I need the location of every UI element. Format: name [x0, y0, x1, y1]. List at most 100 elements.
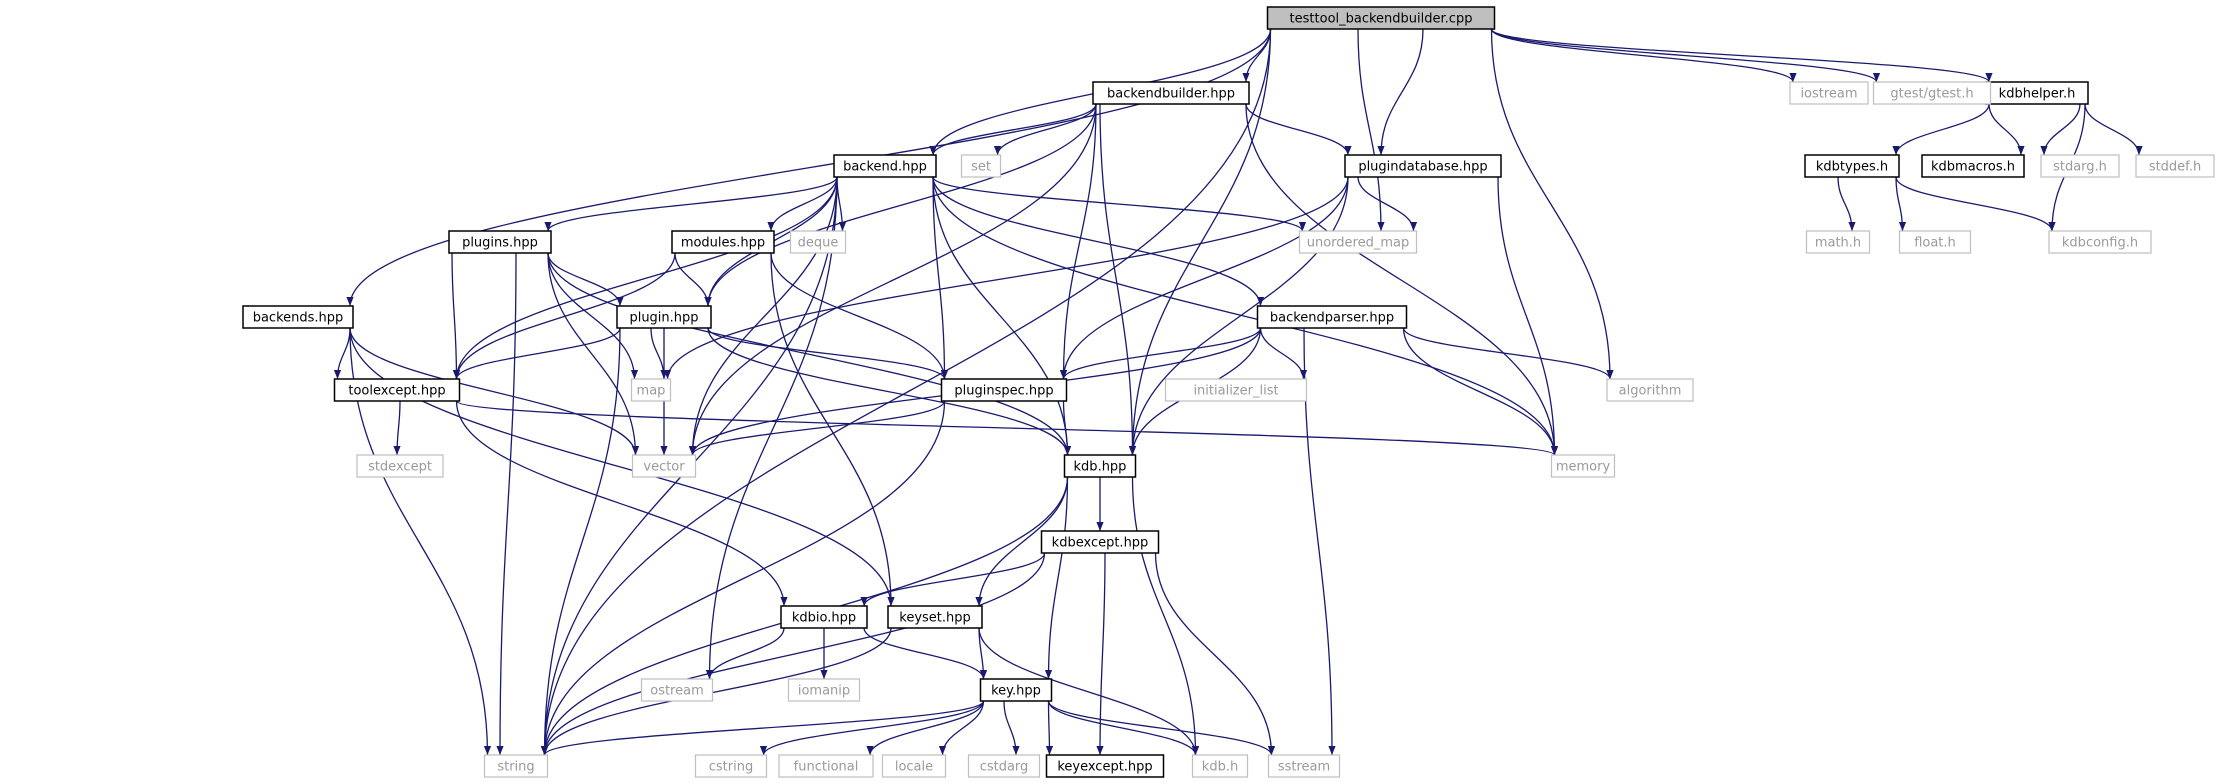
node-label: kdbhelper.h [1999, 87, 2076, 102]
node-box [833, 154, 937, 178]
edge-toolexcept-hpp-to-kdbio-hpp [455, 400, 788, 607]
edge-line [1490, 28, 1880, 83]
node-label: iomanip [798, 684, 850, 699]
edge-root-to-iostream [1490, 28, 1797, 83]
edge-backends-hpp-to-toolexcept-hpp [333, 327, 351, 380]
edge-kdbexcept-hpp-to-keyexcept-hpp [1096, 552, 1106, 756]
node-vector: vector [631, 454, 697, 478]
edge-line [2040, 103, 2081, 156]
node-label: kdb.h [1202, 760, 1238, 775]
node-box [356, 454, 444, 478]
edge-line [1357, 176, 1418, 232]
node-label: algorithm [1619, 384, 1682, 399]
edge-line [1377, 28, 1424, 156]
edge-kdbtypes-h-to-math-h [1837, 176, 1856, 232]
node-backendbuilder-hpp[interactable]: backendbuilder.hpp [1092, 81, 1250, 105]
edge-line [1402, 327, 1614, 380]
node-toolexcept-hpp[interactable]: toolexcept.hpp [333, 378, 461, 402]
edge-line [1047, 700, 1276, 756]
edge-line [938, 700, 985, 756]
edge-kdbhelper-h-to-stdarg-h [2040, 103, 2081, 156]
edge-line [346, 28, 1272, 307]
edge-backends-hpp-to-vector [349, 327, 640, 456]
node-label: gtest/gtest.h [1890, 87, 1973, 102]
edge-backend-hpp-to-kdb-hpp [932, 176, 1072, 456]
node-box [1789, 81, 1869, 105]
edge-kdb-hpp-to-key-hpp [1044, 476, 1069, 680]
node-box [242, 305, 354, 329]
node-box [631, 454, 697, 478]
node-key-hpp[interactable]: key.hpp [979, 678, 1053, 702]
node-label: kdbconfig.h [2062, 236, 2138, 251]
node-backendparser-hpp[interactable]: backendparser.hpp [1256, 305, 1408, 329]
node-deque: deque [789, 230, 847, 254]
edge-line [932, 176, 1559, 456]
edge-line [1096, 552, 1106, 756]
edge-backends-hpp-to-keyset-hpp [349, 327, 895, 607]
edge-key-hpp-to-functional [866, 700, 985, 756]
edge-root-to-backends-hpp [346, 28, 1272, 307]
node-iomanip: iomanip [787, 678, 861, 702]
edge-line [451, 252, 461, 380]
node-box [1267, 754, 1341, 778]
edge-line [452, 252, 676, 380]
node-box [780, 605, 868, 629]
node-modules-hpp[interactable]: modules.hpp [671, 230, 775, 254]
node-box [967, 754, 1041, 778]
edge-line [1242, 28, 1272, 83]
node-label: backendbuilder.hpp [1107, 87, 1235, 102]
node-stddef-h: stddef.h [2135, 154, 2215, 178]
node-box [616, 305, 712, 329]
edge-backend-hpp-to-modules-hpp [767, 176, 838, 232]
edge-line [932, 176, 1306, 232]
node-label: math.h [1815, 236, 1861, 251]
edge-line [767, 176, 838, 232]
edge-line [1837, 176, 1856, 232]
edge-pluginspec-hpp-to-vector [688, 400, 946, 456]
edge-line [663, 176, 1349, 380]
edge-line [650, 327, 668, 380]
node-box [1550, 454, 1616, 478]
edge-kdbexcept-hpp-to-string [540, 552, 1046, 756]
node-plugin-hpp[interactable]: plugin.hpp [616, 305, 712, 329]
node-kdb-h: kdb.h [1191, 754, 1249, 778]
node-label: kdbmacros.h [1931, 160, 2015, 175]
node-root[interactable]: testtool_backendbuilder.cpp [1266, 6, 1496, 30]
edge-line [1497, 176, 1559, 456]
node-backend-hpp[interactable]: backend.hpp [833, 154, 937, 178]
node-box [1805, 230, 1871, 254]
edge-line [1259, 327, 1308, 380]
node-kdbexcept-hpp[interactable]: kdbexcept.hpp [1040, 530, 1160, 554]
node-kdbhelper-h[interactable]: kdbhelper.h [1985, 81, 2089, 105]
node-keyset-hpp[interactable]: keyset.hpp [887, 605, 983, 629]
edge-keyset-hpp-to-kdb-h [978, 627, 1200, 756]
node-kdbio-hpp[interactable]: kdbio.hpp [780, 605, 868, 629]
node-ostream: ostream [640, 678, 714, 702]
node-keyexcept-hpp[interactable]: keyexcept.hpp [1045, 754, 1165, 778]
node-plugins-hpp[interactable]: plugins.hpp [448, 230, 552, 254]
node-kdbmacros-h[interactable]: kdbmacros.h [1921, 154, 2025, 178]
dependency-edges [333, 28, 2143, 756]
edge-line [705, 176, 838, 680]
node-backends-hpp[interactable]: backends.hpp [242, 305, 354, 329]
edge-kdbio-hpp-to-key-hpp [863, 627, 988, 680]
node-label: plugins.hpp [462, 236, 538, 251]
edge-plugin-hpp-to-toolexcept-hpp [452, 327, 621, 380]
edge-backend-hpp-to-plugins-hpp [544, 176, 838, 232]
node-label: plugindatabase.hpp [1358, 160, 1487, 175]
edge-plugins-hpp-to-vector [547, 252, 640, 456]
edge-backendparser-hpp-to-initializer-list [1259, 327, 1308, 380]
node-kdb-hpp[interactable]: kdb.hpp [1063, 454, 1137, 478]
edge-kdbhelper-h-to-kdbtypes-h [1892, 103, 1990, 156]
edge-kdbtypes-h-to-kdbconfig-h [1895, 176, 2056, 232]
edge-line [1490, 28, 1797, 83]
node-pluginspec-hpp[interactable]: pluginspec.hpp [940, 378, 1068, 402]
node-plugindatabase-hpp[interactable]: plugindatabase.hpp [1344, 154, 1502, 178]
node-box [1256, 305, 1408, 329]
edge-key-hpp-to-cstring [759, 700, 985, 756]
node-algorithm: algorithm [1606, 378, 1694, 402]
edge-line [978, 627, 1200, 756]
edge-line [1895, 176, 2056, 232]
node-kdbtypes-h[interactable]: kdbtypes.h [1804, 154, 1900, 178]
